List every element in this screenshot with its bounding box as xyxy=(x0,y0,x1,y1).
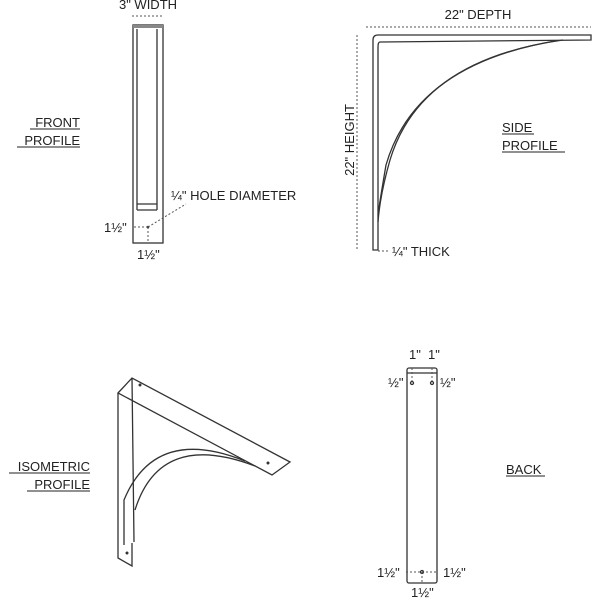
hole-diameter-label: ¼" HOLE DIAMETER xyxy=(171,188,296,203)
back-half-left: ½" xyxy=(388,375,404,390)
thick-label: ¼" THICK xyxy=(392,244,450,259)
back-bottom-center: 1½" xyxy=(411,585,434,600)
front-title-2: PROFILE xyxy=(24,133,80,148)
height-label: 22" HEIGHT xyxy=(342,104,357,176)
side-title-2: PROFILE xyxy=(502,138,558,153)
back-top-right: 1" xyxy=(428,347,440,362)
front-profile: 3" WIDTH ¼" HOLE DIAMETER 1½" 1½" FRONT … xyxy=(17,0,296,262)
back-profile: 1" 1" ½" ½" 1½" 1½" 1½" BACK xyxy=(377,347,545,600)
back-top-left: 1" xyxy=(409,347,421,362)
depth-label: 22" DEPTH xyxy=(445,7,512,22)
width-label: 3" WIDTH xyxy=(119,0,177,12)
side-profile: 22" DEPTH 22" HEIGHT ¼" THICK SIDE PROFI… xyxy=(342,7,592,259)
back-bottom-left: 1½" xyxy=(377,565,400,580)
hole-bottom-label: 1½" xyxy=(137,247,160,262)
back-half-right: ½" xyxy=(440,375,456,390)
back-bottom-right: 1½" xyxy=(443,565,466,580)
isometric-profile: ISOMETRIC PROFILE xyxy=(9,377,292,568)
iso-title-1: ISOMETRIC xyxy=(18,459,90,474)
side-title-1: SIDE xyxy=(502,120,533,135)
iso-title-2: PROFILE xyxy=(34,477,90,492)
front-title-1: FRONT xyxy=(35,115,80,130)
hole-side-label: 1½" xyxy=(104,220,127,235)
back-title: BACK xyxy=(506,462,542,477)
